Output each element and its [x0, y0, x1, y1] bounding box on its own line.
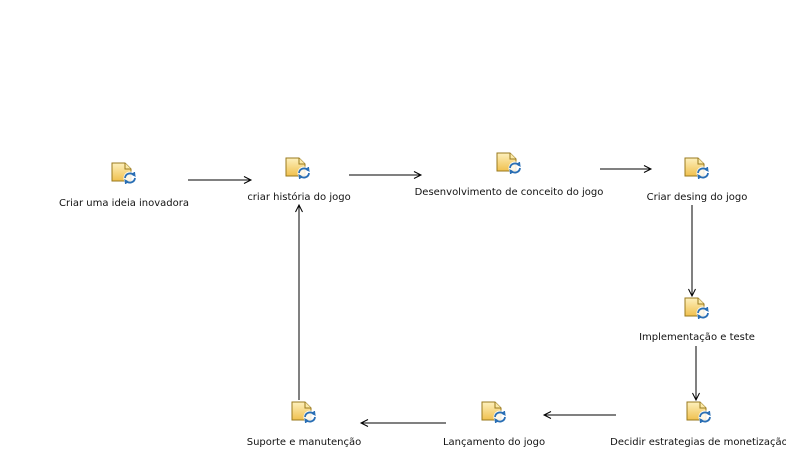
arrowhead-icon	[692, 392, 700, 402]
process-task-icon	[684, 157, 710, 180]
process-task-icon	[285, 157, 311, 180]
node-label: Implementação e teste	[639, 332, 755, 343]
arrowhead-icon	[643, 165, 653, 173]
process-node[interactable]: Decidir estrategias de monetização	[610, 401, 786, 448]
process-node[interactable]: Lançamento do jogo	[443, 401, 545, 448]
process-task-icon	[111, 162, 137, 185]
node-label: Lançamento do jogo	[443, 437, 545, 448]
process-node[interactable]: Desenvolvimento de conceito do jogo	[415, 152, 604, 198]
edge-n5-to-n6	[692, 346, 700, 402]
arrowhead-icon	[359, 419, 369, 427]
edge-n7-to-n8	[359, 419, 446, 427]
process-task-icon	[684, 297, 710, 320]
arrowhead-icon	[413, 171, 423, 179]
edges-layer	[188, 165, 700, 427]
edge-n6-to-n7	[542, 411, 616, 419]
process-task-icon	[496, 152, 522, 175]
process-node[interactable]: Criar uma ideia inovadora	[59, 162, 189, 209]
arrowhead-icon	[295, 203, 303, 213]
arrowhead-icon	[688, 288, 696, 298]
edge-n2-to-n3	[349, 171, 423, 179]
node-label: Desenvolvimento de conceito do jogo	[415, 187, 604, 198]
arrowhead-icon	[542, 411, 552, 419]
edge-n3-to-n4	[600, 165, 653, 173]
edge-n4-to-n5	[688, 205, 696, 298]
edge-n1-to-n2	[188, 176, 253, 184]
process-node[interactable]: Implementação e teste	[639, 297, 755, 343]
nodes-layer: Criar uma ideia inovadora criar história …	[59, 152, 786, 448]
node-label: criar história do jogo	[247, 191, 350, 203]
process-node[interactable]: criar história do jogo	[247, 157, 351, 203]
arrowhead-icon	[243, 176, 253, 184]
node-label: Decidir estrategias de monetização	[610, 437, 786, 448]
node-label: Criar uma ideia inovadora	[59, 198, 189, 209]
process-task-icon	[291, 401, 317, 424]
process-node[interactable]: Criar desing do jogo	[647, 157, 748, 203]
edge-n8-to-n2	[295, 203, 303, 400]
process-task-icon	[481, 401, 507, 424]
process-node[interactable]: Suporte e manutenção	[247, 401, 362, 448]
node-label: Criar desing do jogo	[647, 192, 748, 203]
node-label: Suporte e manutenção	[247, 437, 362, 448]
process-task-icon	[686, 401, 712, 424]
